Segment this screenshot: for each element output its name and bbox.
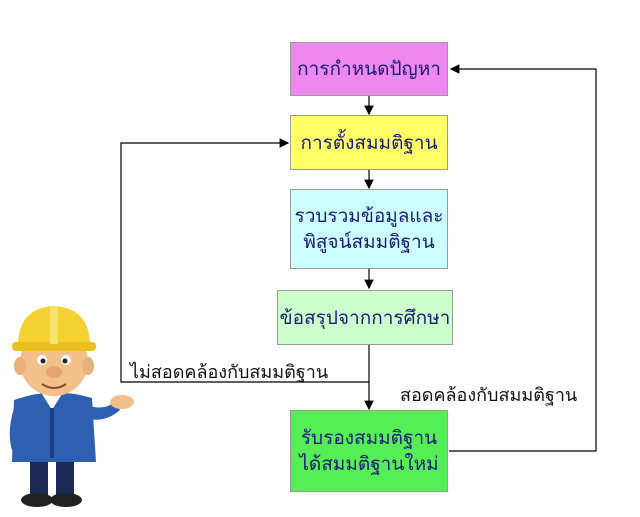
step-set-hypothesis: การตั้งสมมติฐาน bbox=[290, 115, 448, 170]
loop-not-consistent-line bbox=[120, 138, 369, 383]
step-accept-hypothesis: รับรองสมมติฐาน ได้สมมติฐานใหม่ bbox=[290, 410, 448, 492]
step-define-problem: การกำหนดปัญหา bbox=[290, 42, 448, 96]
label-consistent: สอดคล้องกับสมมติฐาน bbox=[400, 385, 578, 406]
engineer-mascot-icon bbox=[9, 306, 134, 507]
label-not-consistent: ไม่สอดคล้องกับสมมติฐาน bbox=[130, 362, 329, 383]
step-collect-and-prove: รวบรวมข้อมูลและ พิสูจน์สมมติฐาน bbox=[290, 189, 448, 269]
step-conclusion: ข้อสรุปจากการศึกษา bbox=[277, 290, 453, 345]
loop-consistent-line bbox=[449, 64, 597, 452]
